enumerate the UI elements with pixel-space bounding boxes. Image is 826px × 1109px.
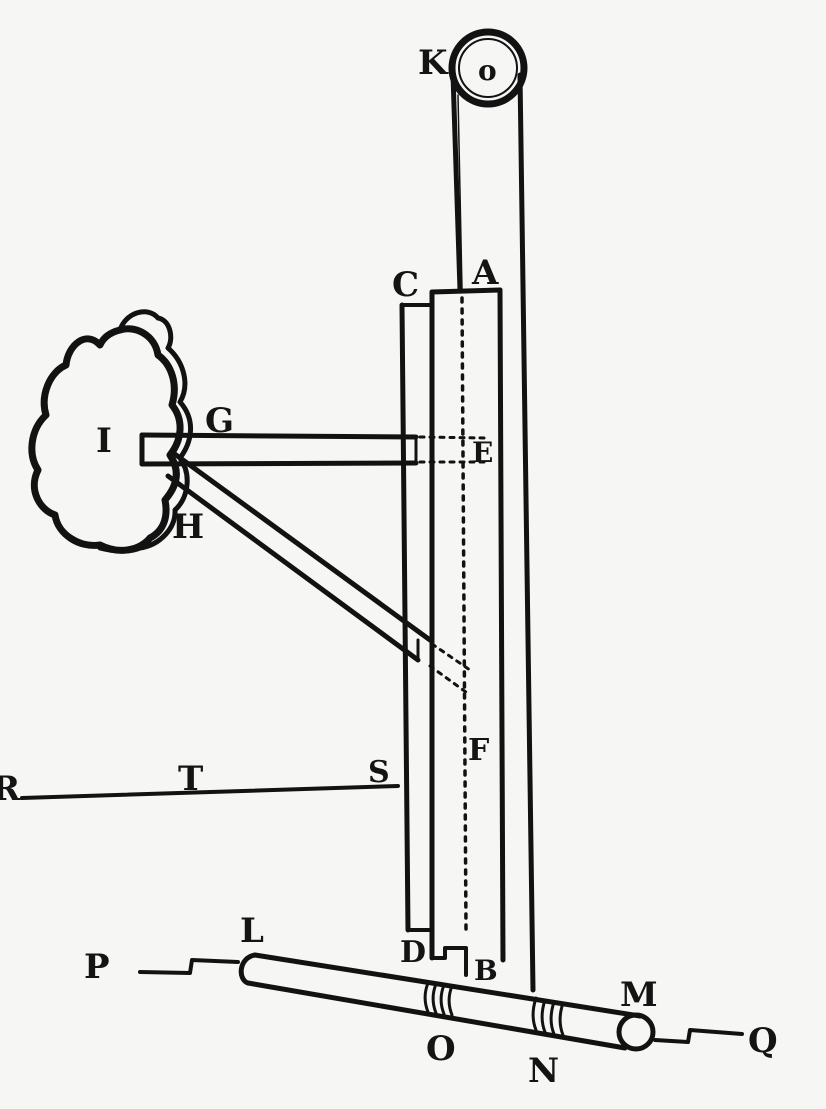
label-a: A — [471, 253, 499, 293]
label-c: C — [392, 265, 419, 305]
upright-rod-ab — [429, 287, 506, 977]
label-k: K — [418, 43, 449, 83]
line-rts — [20, 784, 400, 800]
label-s: S — [368, 755, 390, 790]
rope-belt — [450, 72, 536, 993]
label-o: O — [426, 1029, 456, 1069]
label-b: B — [474, 954, 498, 987]
label-n: N — [528, 1051, 559, 1091]
label-f: F — [468, 733, 489, 768]
label-e: E — [472, 436, 493, 469]
pulley-k — [448, 28, 528, 108]
brace-hf — [165, 449, 472, 697]
label-i: I — [96, 421, 112, 461]
label-l: L — [240, 911, 264, 951]
label-q: Q — [748, 1021, 778, 1061]
label-m: M — [620, 975, 658, 1015]
label-r: R — [0, 769, 21, 809]
label-g: G — [205, 401, 234, 441]
support-line-q — [653, 1028, 744, 1044]
label-t: T — [178, 759, 203, 799]
label-p: P — [84, 947, 110, 987]
roller-lm — [238, 952, 656, 1052]
label-pulley-center: o — [478, 54, 497, 87]
object-i — [28, 309, 194, 554]
label-d: D — [400, 935, 426, 970]
support-line-p — [138, 958, 240, 975]
label-h: H — [172, 507, 204, 547]
parallel-rod-cd — [399, 302, 434, 933]
